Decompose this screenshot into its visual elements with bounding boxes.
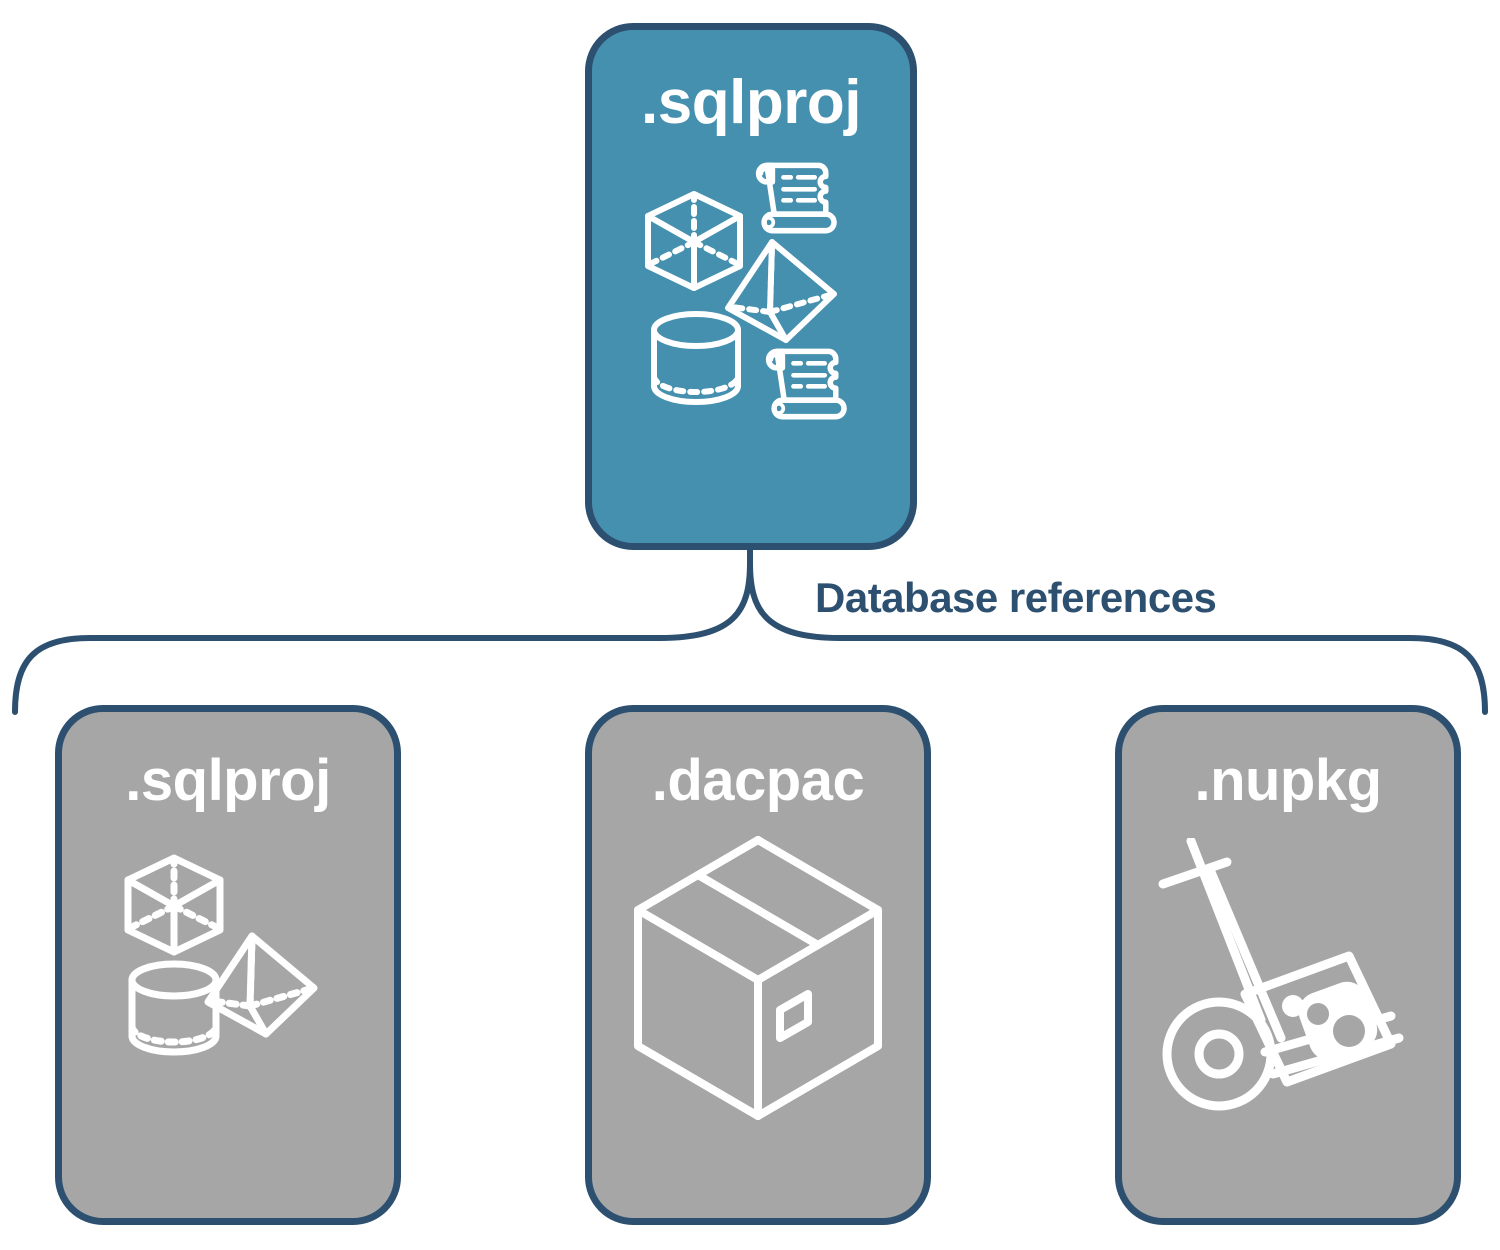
shipping-box-icon	[634, 836, 882, 1120]
dacpac-icon-group	[628, 834, 888, 1124]
nupkg-icon-group	[1153, 838, 1423, 1128]
scroll-icon	[765, 348, 847, 420]
node-title-sqlproj-reference: .sqlproj	[125, 748, 331, 813]
database-objects-illustration	[124, 854, 318, 1056]
node-title-dacpac: .dacpac	[651, 748, 865, 813]
cylinder-wireframe-icon	[651, 311, 741, 405]
connector-brace-left	[12, 560, 753, 715]
cube-wireframe-icon	[645, 191, 743, 291]
nuget-glyph-holes	[1307, 1003, 1365, 1047]
node-card-sqlproj-root[interactable]: .sqlproj	[585, 23, 917, 550]
node-card-dacpac[interactable]: .dacpac	[585, 705, 931, 1225]
hand-truck-package-icon	[1158, 838, 1404, 1111]
cube-wireframe-icon	[124, 854, 224, 956]
pyramid-wireframe-icon	[725, 239, 837, 343]
database-references-connector	[12, 547, 1488, 715]
pyramid-wireframe-icon	[204, 932, 318, 1038]
cylinder-wireframe-icon	[128, 960, 220, 1056]
node-card-sqlproj-reference[interactable]: .sqlproj	[55, 705, 401, 1225]
database-objects-illustration	[645, 162, 847, 420]
node-title-nupkg: .nupkg	[1194, 748, 1382, 813]
scroll-icon	[755, 162, 837, 234]
sqlproj-reference-icon-group	[118, 848, 338, 1068]
node-title-sqlproj-root: .sqlproj	[641, 68, 861, 137]
node-card-nupkg[interactable]: .nupkg	[1115, 705, 1461, 1225]
root-icon-group	[636, 152, 866, 432]
connector-label-database-references: Database references	[815, 574, 1217, 621]
